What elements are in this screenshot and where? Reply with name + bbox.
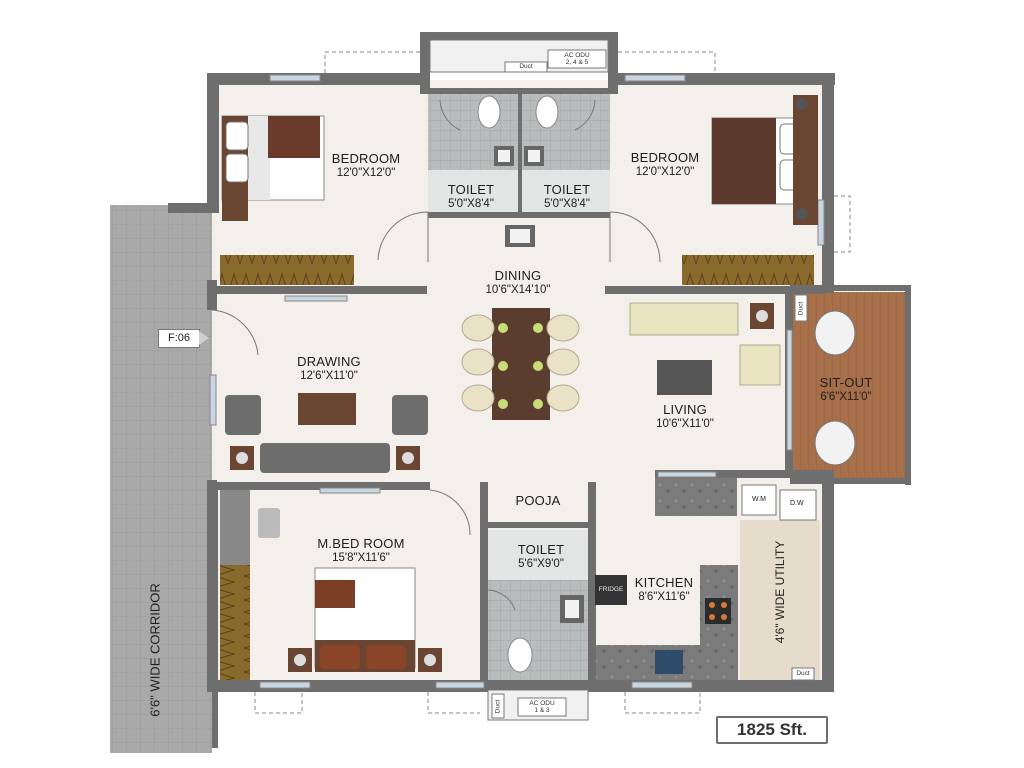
area-badge: 1825 Sft.	[716, 716, 828, 744]
room-name: DRAWING	[297, 354, 361, 369]
sitout-chair-2	[814, 420, 856, 466]
room-name: BEDROOM	[630, 150, 700, 165]
corridor-floor	[110, 205, 212, 753]
wc-2	[535, 95, 559, 129]
room-toilet-3: TOILET 5'6"X9'0"	[518, 542, 564, 570]
wc-3	[507, 637, 533, 673]
ac-odu-bottom-label: AC ODU 1 & 3	[520, 700, 564, 714]
room-name: TOILET	[447, 182, 495, 197]
kitchen-sink	[655, 650, 683, 674]
room-sitout: SIT-OUT 6'6"X11'0"	[820, 375, 873, 403]
corridor-label: 6'6" WIDE CORRIDOR	[147, 583, 163, 717]
sitout-chair-1	[814, 310, 856, 356]
wardrobe-master	[220, 565, 250, 680]
living-table	[657, 360, 712, 395]
hob	[705, 598, 731, 624]
duct-bottom	[491, 693, 505, 719]
room-name: BEDROOM	[331, 151, 401, 166]
ac-odu-top	[547, 49, 607, 69]
fridge	[595, 575, 627, 605]
room-bedroom-left: BEDROOM 12'0"X12'0"	[332, 151, 401, 179]
wardrobe-right	[682, 255, 814, 285]
room-dims: 5'0"X8'4"	[544, 198, 590, 210]
room-kitchen: KITCHEN 8'6"X11'6"	[635, 575, 693, 603]
fridge-label: FRIDGE	[598, 586, 624, 593]
ac-odu-bottom-line1: AC ODU	[529, 700, 555, 707]
room-dims: 10'6"X11'0"	[656, 418, 714, 430]
room-drawing: DRAWING 12'6"X11'0"	[297, 354, 361, 382]
dw-box	[779, 489, 817, 521]
room-name: KITCHEN	[634, 575, 694, 590]
room-name: SIT-OUT	[819, 375, 873, 390]
room-name: POOJA	[515, 493, 561, 508]
room-name: DINING	[494, 268, 542, 283]
ac-odu-bottom-line2: 1 & 3	[534, 707, 550, 714]
room-dims: 6'6"X11'0"	[820, 391, 872, 403]
wardrobe-left	[220, 255, 354, 285]
room-name: TOILET	[517, 542, 565, 557]
ac-odu-top-line1: AC ODU	[564, 52, 590, 59]
duct-sitout	[794, 294, 808, 322]
ac-odu-bottom	[517, 697, 567, 717]
room-bedroom-right: BEDROOM 12'0"X12'0"	[631, 150, 700, 178]
room-dims: 12'0"X12'0"	[336, 167, 396, 179]
room-dims: 5'6"X9'0"	[518, 558, 564, 570]
wm-label: W.M	[752, 496, 766, 503]
room-dining: DINING 10'6"X14'10"	[486, 268, 551, 296]
room-dims: 12'0"X12'0"	[635, 166, 695, 178]
room-name: M.BED ROOM	[317, 536, 405, 551]
room-master-bedroom: M.BED ROOM 15'8"X11'6"	[317, 536, 404, 564]
room-toilet-2: TOILET 5'0"X8'4"	[544, 182, 590, 210]
room-pooja: POOJA	[515, 493, 560, 508]
room-toilet-1: TOILET 5'0"X8'4"	[448, 182, 494, 210]
flat-number-tag: F:06	[158, 329, 200, 348]
duct-top-label: Duct	[519, 63, 533, 70]
room-dims: 15'8"X11'6"	[332, 552, 390, 564]
duct-utility	[791, 667, 815, 681]
room-dims: 12'6"X11'0"	[300, 370, 358, 382]
wc-1	[477, 95, 501, 129]
entry-arrow-icon	[199, 331, 209, 345]
room-dims: 5'0"X8'4"	[448, 198, 494, 210]
room-living: LIVING 10'6"X11'0"	[656, 402, 714, 430]
duct-top	[504, 61, 548, 73]
living-sofa	[629, 302, 739, 336]
ac-odu-top-line2: 2, 4 & 5	[565, 59, 589, 66]
room-name: TOILET	[543, 182, 591, 197]
duct-sitout-label: Duct	[797, 301, 805, 316]
room-dims: 10'6"X14'10"	[485, 284, 551, 296]
coffee-table	[298, 393, 356, 425]
ac-odu-top-label: AC ODU 2, 4 & 5	[550, 52, 604, 66]
dw-label: D.W	[790, 500, 804, 507]
kitchen-counter-top	[655, 478, 737, 516]
utility-label: 4'6" WIDE UTILITY	[773, 540, 787, 644]
wm-box	[741, 484, 777, 516]
duct-utility-label: Duct	[796, 670, 810, 677]
room-name: LIVING	[663, 402, 707, 417]
duct-bottom-label: Duct	[494, 699, 502, 714]
sofa	[260, 443, 390, 473]
utility-floor	[740, 520, 820, 690]
room-dims: 8'6"X11'6"	[638, 591, 690, 603]
